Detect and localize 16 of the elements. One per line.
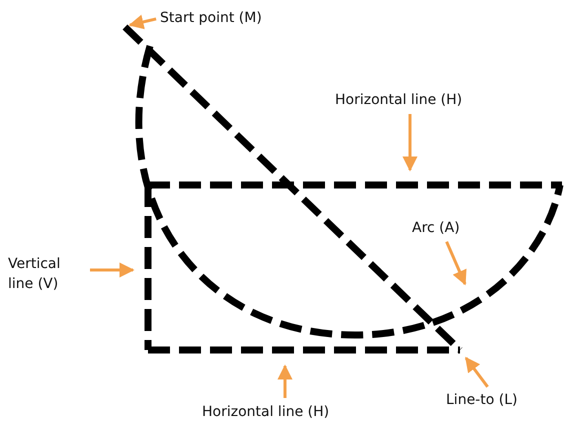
dashed-arc — [136, 45, 564, 338]
leader-arrow — [90, 262, 134, 278]
leader-arrow — [445, 241, 466, 286]
part-label: Start point (M) — [160, 8, 262, 28]
part-label: Horizontal line (H) — [335, 90, 462, 110]
diagonal-dashed-line — [122, 24, 462, 353]
leader-arrow — [128, 14, 156, 30]
vertical-dashed-line — [144, 185, 152, 350]
horizontal-dashed-line — [148, 182, 562, 188]
leader-arrow — [278, 364, 292, 398]
part-label: Arc (A) — [412, 218, 460, 238]
part-label: Vertical line (V) — [8, 254, 86, 294]
leader-arrow — [402, 114, 418, 172]
leader-arrow — [464, 356, 489, 388]
part-label: Line-to (L) — [446, 390, 518, 410]
part-label: Horizontal line (H) — [202, 402, 330, 422]
